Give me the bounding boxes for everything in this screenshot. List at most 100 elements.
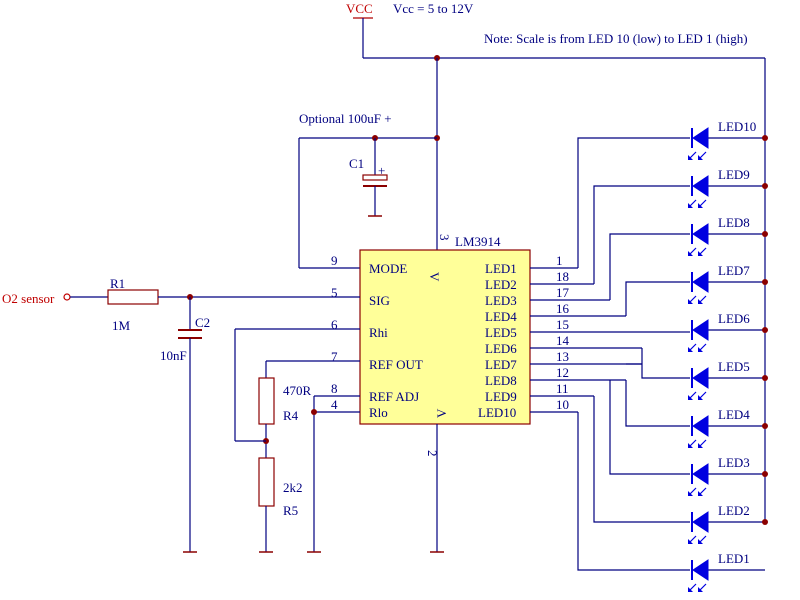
led-light-arrowhead xyxy=(698,347,703,352)
r4-ref: R4 xyxy=(283,408,299,423)
led-light-arrowhead xyxy=(698,491,703,496)
anode-junction xyxy=(762,327,768,333)
led-light-arrowhead xyxy=(688,587,693,592)
ic-pin-name: LED9 xyxy=(485,389,517,404)
route-to-led7 xyxy=(625,281,690,316)
route-to-led9 xyxy=(593,185,690,284)
r1-ref: R1 xyxy=(110,276,125,291)
led-triangle xyxy=(692,415,709,437)
c1-plate-top xyxy=(362,174,388,181)
led-label: LED5 xyxy=(718,359,750,374)
ic-pin-name: LED10 xyxy=(478,405,516,420)
led-light-arrowhead xyxy=(698,155,703,160)
anode-junction xyxy=(762,231,768,237)
led-light-arrowhead xyxy=(698,299,703,304)
route-to-led4 xyxy=(625,380,690,427)
anode-junction xyxy=(762,135,768,141)
ic-pin-name: LED7 xyxy=(485,357,517,372)
anode-junction xyxy=(762,375,768,381)
ic-pin-num: 10 xyxy=(556,397,569,412)
ic-pin-num: 4 xyxy=(331,397,338,412)
ic-pin-name: LED1 xyxy=(485,261,517,276)
ic-pin-name: Rhi xyxy=(369,325,388,340)
led-light-arrowhead xyxy=(698,203,703,208)
led-triangle xyxy=(692,271,709,293)
led-light-arrowhead xyxy=(688,539,693,544)
ic-pin-name: REF ADJ xyxy=(369,389,419,404)
led: LED6 xyxy=(688,311,768,352)
ic-vplus: V xyxy=(427,272,442,282)
led: LED10 xyxy=(688,119,768,160)
led-triangle xyxy=(692,127,709,149)
anode-junction xyxy=(762,471,768,477)
anode-junction xyxy=(762,279,768,285)
input-terminal xyxy=(63,293,71,301)
led-triangle xyxy=(692,559,709,581)
ic-body xyxy=(359,249,531,425)
ic-pin-num: 17 xyxy=(556,285,570,300)
ic-pin-name: LED2 xyxy=(485,277,517,292)
ic-pin-name: LED5 xyxy=(485,325,517,340)
ic-pin-name: MODE xyxy=(369,261,407,276)
led-light-arrowhead xyxy=(698,539,703,544)
led: LED1 xyxy=(688,551,765,592)
ic-pin-num: 9 xyxy=(331,253,338,268)
led-label: LED4 xyxy=(718,407,750,422)
led-label: LED8 xyxy=(718,215,750,230)
route-to-led1 xyxy=(577,412,690,571)
ic-pin-3: 3 xyxy=(437,234,452,241)
led-triangle xyxy=(692,367,709,389)
ic-pin-name: Rlo xyxy=(369,405,388,420)
led: LED4 xyxy=(688,407,768,448)
route-to-led8 xyxy=(609,233,690,300)
led-light-arrowhead xyxy=(698,395,703,400)
led-label: LED2 xyxy=(718,503,750,518)
led-light-arrowhead xyxy=(688,155,693,160)
route-to-led5 xyxy=(641,348,690,379)
led-light-arrowhead xyxy=(688,443,693,448)
led-routing xyxy=(577,137,690,571)
c2-value: 10nF xyxy=(160,348,187,363)
ic-pin-num: 11 xyxy=(556,381,569,396)
ic-pin-num: 1 xyxy=(556,253,563,268)
ic-pin-num: 12 xyxy=(556,365,569,380)
led-triangle xyxy=(692,319,709,341)
led-label: LED7 xyxy=(718,263,750,278)
vcc-label: VCC xyxy=(346,1,373,16)
led: LED9 xyxy=(688,167,768,208)
led-light-arrowhead xyxy=(688,299,693,304)
ic-pin-num: 7 xyxy=(331,349,338,364)
r5-ref: R5 xyxy=(283,503,298,518)
led-triangle xyxy=(692,223,709,245)
led-light-arrowhead xyxy=(698,587,703,592)
led-triangle xyxy=(692,511,709,533)
led-label: LED9 xyxy=(718,167,750,182)
input-label: O2 sensor xyxy=(2,291,55,306)
ic-pin-num: 6 xyxy=(331,317,338,332)
led: LED8 xyxy=(688,215,768,256)
led: LED5 xyxy=(688,359,768,400)
r4-body xyxy=(258,377,275,425)
led-light-arrowhead xyxy=(688,203,693,208)
led-light-arrowhead xyxy=(698,443,703,448)
led-triangle xyxy=(692,463,709,485)
led-light-arrowhead xyxy=(688,347,693,352)
led-light-arrowhead xyxy=(688,395,693,400)
ic-pin-num: 13 xyxy=(556,349,569,364)
ic-pin-num: 16 xyxy=(556,301,570,316)
ic-left-pins: 9 MODE 5 SIG 6 Rhi 7 REF OUT 8 REF ADJ 4… xyxy=(190,253,423,420)
ic-pin-num: 18 xyxy=(556,269,569,284)
ic-pin-num: 5 xyxy=(331,285,338,300)
led: LED3 xyxy=(688,455,768,496)
c1-ref: C1 xyxy=(349,156,364,171)
led-light-arrowhead xyxy=(688,491,693,496)
led-label: LED6 xyxy=(718,311,750,326)
anode-junction xyxy=(762,423,768,429)
r4-value: 470R xyxy=(283,383,312,398)
rlo-junction xyxy=(311,409,317,415)
led-light-arrowhead xyxy=(688,251,693,256)
led-column: LED10LED9LED8LED7LED6LED5LED4LED3LED2LED… xyxy=(688,119,768,592)
led: LED2 xyxy=(688,503,768,544)
anode-junction xyxy=(762,519,768,525)
